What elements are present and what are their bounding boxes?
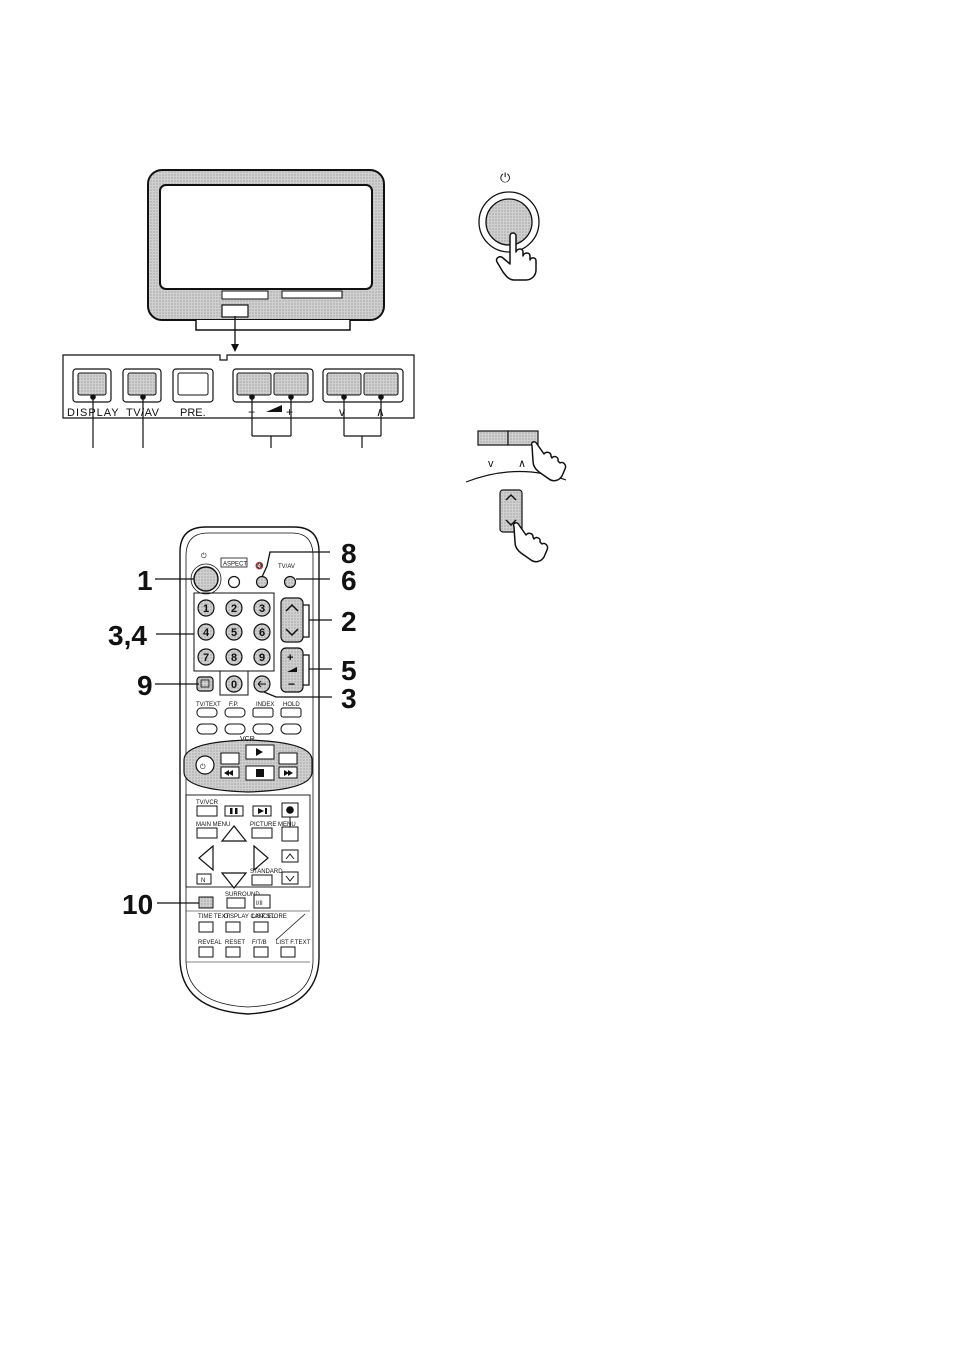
digit-key-label: 7 bbox=[203, 652, 209, 664]
remote-tvav-button bbox=[285, 577, 296, 588]
tv-front-door bbox=[222, 305, 248, 317]
remote-pip-button bbox=[197, 677, 213, 691]
digit-key-label: 2 bbox=[231, 603, 237, 615]
vcr-label: VCR bbox=[240, 736, 255, 743]
reveal-label: REVEAL bbox=[198, 940, 222, 946]
tvtext-label: TV/TEXT bbox=[196, 702, 221, 708]
main-menu-label: MAIN MENU bbox=[196, 822, 230, 828]
digit-key-label: 4 bbox=[203, 627, 210, 639]
svg-text:+: + bbox=[287, 652, 293, 664]
remote-power-symbol: ⏻ bbox=[201, 552, 207, 560]
standard-label: STANDARD bbox=[250, 869, 283, 875]
callout-6: 6 bbox=[341, 565, 357, 596]
tv-screen bbox=[160, 185, 372, 289]
list-store-label: LIST STORE bbox=[252, 914, 287, 920]
callout-5: 5 bbox=[341, 655, 357, 686]
mute-icon: 🔇 bbox=[255, 561, 264, 570]
aspect-button bbox=[229, 577, 240, 588]
remote-tvav-label: TV/AV bbox=[278, 564, 295, 570]
reset-label: RESET bbox=[225, 940, 245, 946]
list-ftext-label: LIST F.TEXT bbox=[276, 940, 311, 946]
remote-button-10 bbox=[199, 897, 213, 908]
digit-key-label: 5 bbox=[231, 627, 237, 639]
callout-9: 9 bbox=[137, 670, 153, 701]
aspect-label: ASPECT bbox=[223, 562, 247, 568]
index-label: INDEX bbox=[256, 702, 274, 708]
tv-set bbox=[148, 170, 384, 352]
digit-key-label: 1 bbox=[203, 603, 209, 615]
callout-10: 10 bbox=[122, 889, 153, 920]
channel-up-label: ∧ bbox=[518, 458, 526, 470]
hold-label: HOLD bbox=[283, 702, 300, 708]
digit-key-label: 0 bbox=[231, 679, 237, 691]
svg-text:−: − bbox=[288, 677, 295, 691]
channel-down-label: v bbox=[488, 458, 494, 470]
tvvcr-label: TV/VCR bbox=[196, 800, 219, 806]
digit-key-label: 3 bbox=[259, 603, 265, 615]
fp-label: F.P. bbox=[229, 702, 239, 708]
callout-3: 3 bbox=[341, 683, 357, 714]
callout-2: 2 bbox=[341, 606, 357, 637]
tv-vol-plus-label: + bbox=[286, 405, 293, 419]
main-power-button bbox=[486, 199, 532, 245]
remote-power-button bbox=[194, 567, 218, 591]
digit-key-label: 9 bbox=[259, 652, 265, 664]
tv-pre-label: PRE. bbox=[180, 407, 206, 419]
channel-buttons-illustration: v ∧ bbox=[466, 431, 566, 562]
tv-control-panel: DISPLAY TV/AV PRE. − + v ∧ bbox=[63, 355, 414, 448]
callout-1: 1 bbox=[137, 565, 153, 596]
digit-key-label: 8 bbox=[231, 652, 237, 664]
callout-3-4: 3,4 bbox=[108, 620, 147, 651]
n-label: N bbox=[201, 878, 205, 884]
tv-ch-up-label: ∧ bbox=[376, 405, 385, 419]
vcr-power-icon: ⏻ bbox=[200, 763, 206, 771]
power-button-illustration: ⏻ bbox=[479, 170, 539, 280]
digit-key-label: 6 bbox=[259, 627, 265, 639]
picture-menu-label: PICTURE MENU bbox=[250, 822, 296, 828]
ftb-label: F/T/B bbox=[252, 940, 267, 946]
mute-button bbox=[257, 577, 268, 588]
sound-mode-label: I/II bbox=[256, 901, 263, 907]
power-icon: ⏻ bbox=[500, 170, 510, 185]
